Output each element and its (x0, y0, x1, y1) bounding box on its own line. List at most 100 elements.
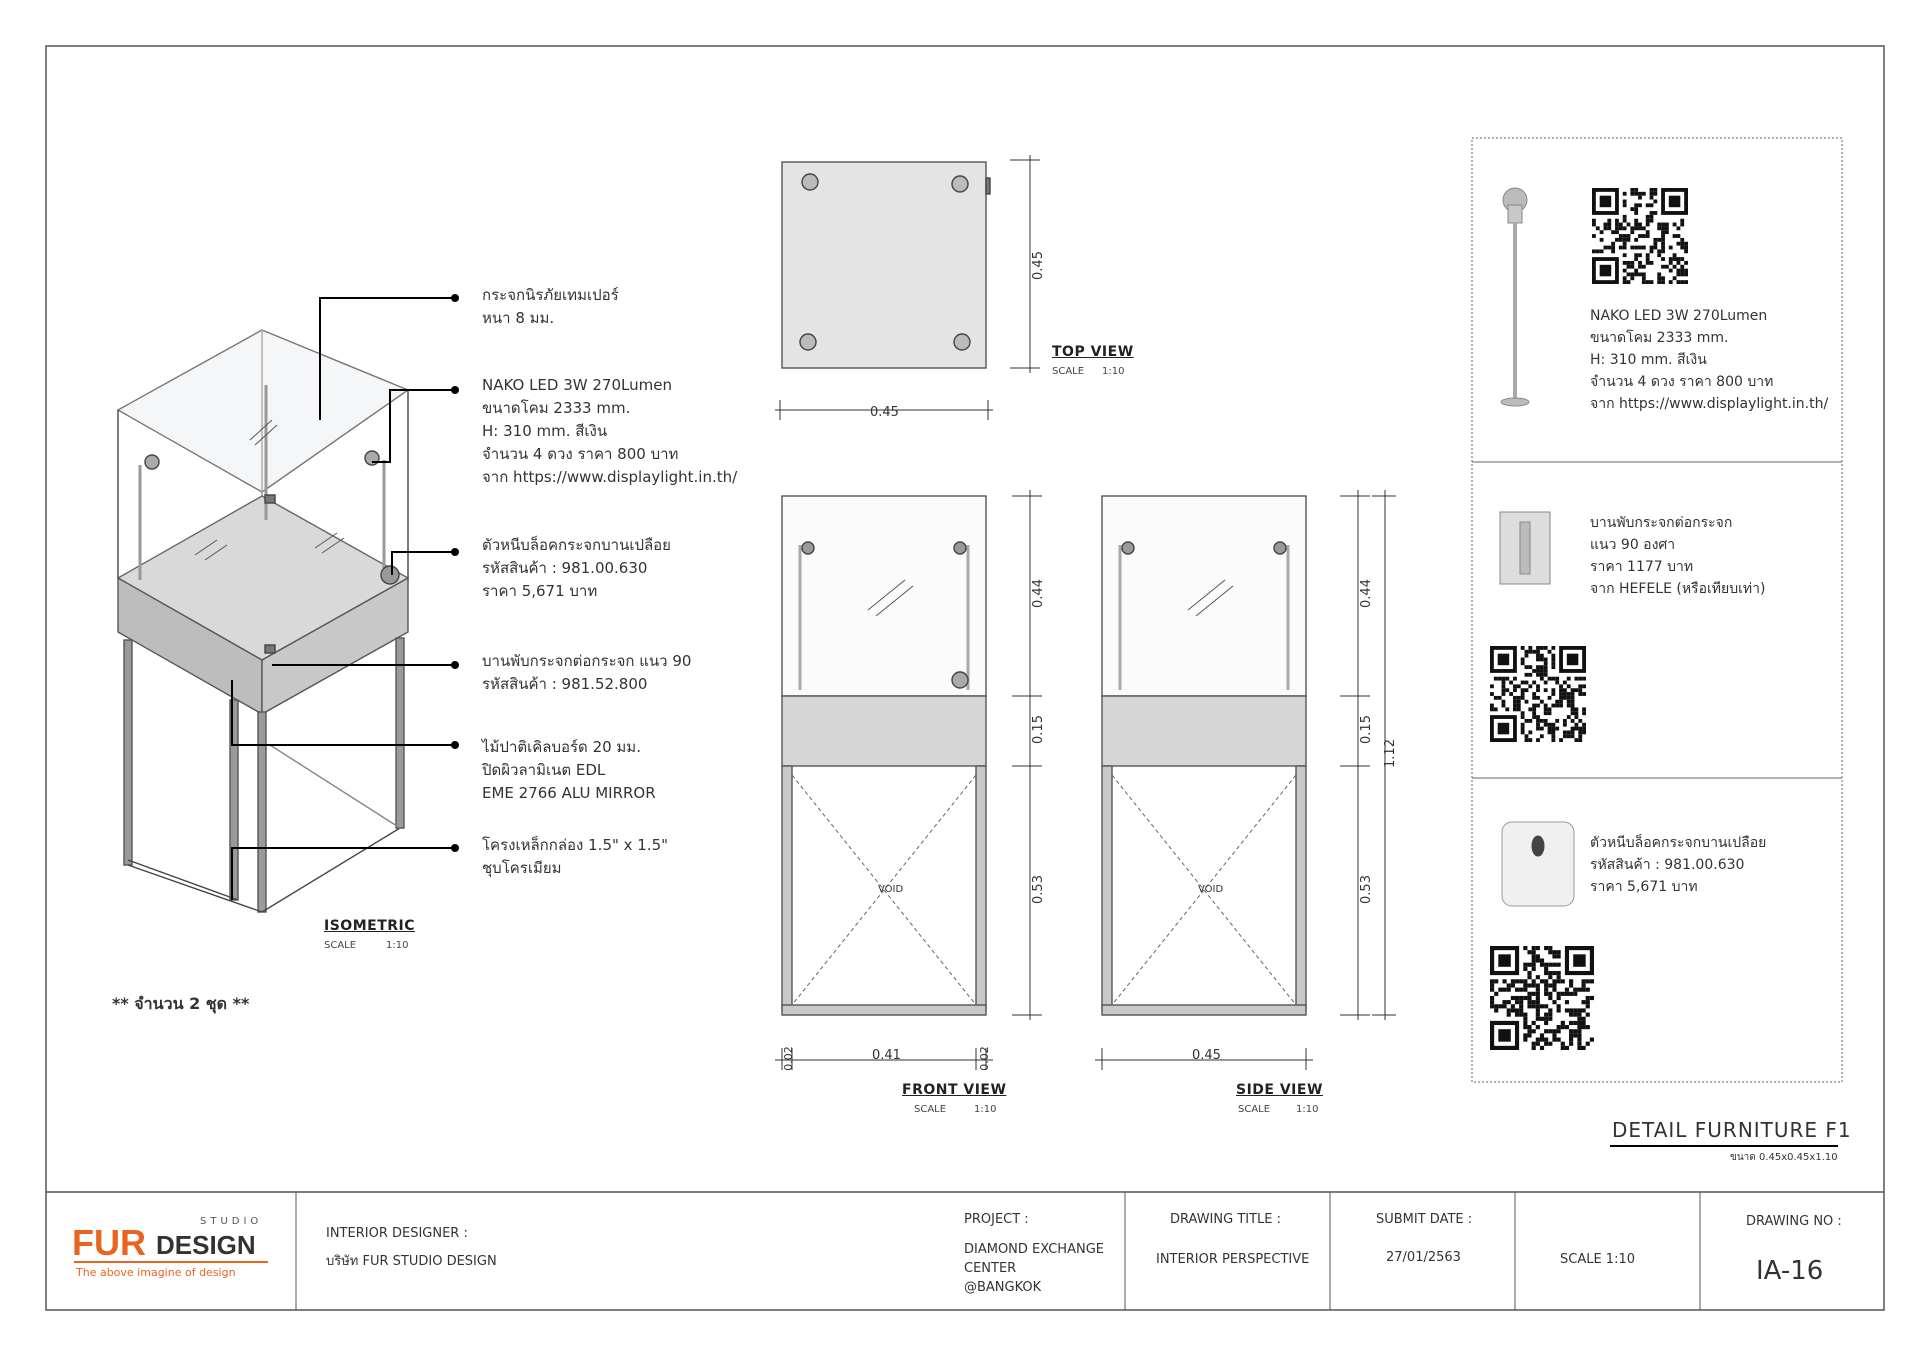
isometric-view (116, 329, 410, 913)
dim-side-glass: 0.44 (1358, 579, 1374, 608)
callout-glass-line: กระจกนิรภัยเทมเปอร์ (482, 286, 619, 304)
dim-front-side-right: 0.02 (977, 1046, 991, 1071)
qr-code-lock (1490, 946, 1594, 1050)
callout-glass-line: หนา 8 มม. (482, 309, 555, 327)
spec-lock-line: ราคา 5,671 บาท (1590, 879, 1698, 895)
callout-led-line: H: 310 mm. สีเงิน (482, 422, 608, 440)
dim-front-base: 0.15 (1030, 715, 1046, 744)
dim-top-depth: 0.45 (1030, 251, 1046, 280)
dim-front-leg: 0.53 (1030, 875, 1046, 904)
logo-design: DESIGN (156, 1230, 256, 1260)
top-view (775, 155, 1040, 420)
callout-board-line: ปิดผิวลามิเนต EDL (482, 761, 606, 779)
spec-led-line: NAKO LED 3W 270Lumen (1590, 308, 1768, 324)
dim-front-glass: 0.44 (1030, 579, 1046, 608)
callout-led-line: ขนาดโคม 2333 mm. (482, 399, 631, 417)
spec-lock: ตัวหนีบล็อคกระจกบานเปลือย รหัสสินค้า : 9… (1590, 832, 1766, 898)
submit-date-label: SUBMIT DATE : (1376, 1212, 1473, 1227)
isometric-scale: 1:10 (386, 940, 409, 951)
project-value: DIAMOND EXCHANGE CENTER @BANGKOK (964, 1240, 1104, 1297)
callout-led-line: NAKO LED 3W 270Lumen (482, 376, 672, 394)
qr-code-led (1592, 188, 1688, 284)
top-view-scale-label: SCALE (1052, 366, 1085, 377)
designer-label: INTERIOR DESIGNER : (326, 1226, 468, 1241)
callout-frame-line: โครงเหล็กกล่อง 1.5" x 1.5" (482, 836, 669, 854)
spec-led-line: จำนวน 4 ดวง ราคา 800 บาท (1590, 374, 1774, 390)
callout-hinge-line: รหัสสินค้า : 981.52.800 (482, 675, 648, 693)
project-label: PROJECT : (964, 1212, 1029, 1227)
callout-hinge-line: บานพับกระจกต่อกระจก แนว 90 (482, 652, 692, 670)
dim-side-total: 1.12 (1382, 739, 1398, 768)
callout-lock-line: ราคา 5,671 บาท (482, 582, 598, 600)
top-view-title: TOP VIEW (1052, 344, 1134, 360)
spec-led-line: H: 310 mm. สีเงิน (1590, 352, 1707, 368)
side-view-scale: 1:10 (1296, 1104, 1319, 1115)
logo-tagline: The above imagine of design (76, 1266, 236, 1279)
side-view-title: SIDE VIEW (1236, 1082, 1323, 1098)
qr-code-hinge (1490, 646, 1586, 742)
dim-side-leg: 0.53 (1358, 875, 1374, 904)
callout-led-line: จำนวน 4 ดวง ราคา 800 บาท (482, 445, 679, 463)
quantity-note: ** จำนวน 2 ชุด ** (112, 994, 250, 1013)
front-void-label: VOID (878, 884, 904, 895)
spec-hinge-line: ราคา 1177 บาท (1590, 559, 1694, 575)
callout-led-line: จาก https://www.displaylight.in.th/ (482, 468, 738, 486)
isometric-leaders (231, 294, 459, 900)
drawing-title-value: INTERIOR PERSPECTIVE (1156, 1252, 1310, 1267)
spec-lock-line: ตัวหนีบล็อคกระจกบานเปลือย (1590, 835, 1767, 851)
spec-lock-line: รหัสสินค้า : 981.00.630 (1590, 857, 1745, 873)
side-view-scale-label: SCALE (1238, 1104, 1271, 1115)
drawing-no-label: DRAWING NO : (1746, 1214, 1842, 1229)
project-value-line: CENTER (964, 1261, 1017, 1276)
callout-lock-line: ตัวหนีบล็อคกระจกบานเปลือย (482, 536, 671, 554)
callout-lock-line: รหัสสินค้า : 981.00.630 (482, 559, 648, 577)
callout-frame: โครงเหล็กกล่อง 1.5" x 1.5" ชุบโครเมียม (482, 834, 668, 880)
detail-size: ขนาด 0.45x0.45x1.10 (1730, 1152, 1838, 1163)
dim-front-width: 0.41 (872, 1048, 901, 1063)
dim-side-base: 0.15 (1358, 715, 1374, 744)
isometric-scale-label: SCALE (324, 940, 357, 951)
detail-title: DETAIL FURNITURE F1 (1612, 1118, 1852, 1142)
spec-led: NAKO LED 3W 270Lumen ขนาดโคม 2333 mm. H:… (1590, 305, 1828, 415)
spec-led-line: ขนาดโคม 2333 mm. (1590, 330, 1729, 346)
callout-board-line: EME 2766 ALU MIRROR (482, 784, 656, 802)
project-value-line: DIAMOND EXCHANGE (964, 1242, 1104, 1257)
front-view-scale-label: SCALE (914, 1104, 947, 1115)
sheet-border (45, 45, 1885, 1311)
company-logo: STUDIO FUR DESIGN The above imagine of d… (70, 1216, 280, 1286)
callout-frame-line: ชุบโครเมียม (482, 859, 562, 877)
submit-date-value: 27/01/2563 (1386, 1250, 1461, 1265)
drawing-no-value: IA-16 (1756, 1256, 1824, 1286)
callout-glass: กระจกนิรภัยเทมเปอร์ หนา 8 มม. (482, 284, 619, 330)
logo-studio: STUDIO (200, 1216, 263, 1227)
dim-top-width: 0.45 (870, 405, 899, 420)
qr-codes (1490, 188, 1688, 1050)
top-view-scale: 1:10 (1102, 366, 1125, 377)
designer-value: บริษัท FUR STUDIO DESIGN (326, 1254, 497, 1269)
callout-hinge: บานพับกระจกต่อกระจก แนว 90 รหัสสินค้า : … (482, 650, 691, 696)
spec-led-line: จาก https://www.displaylight.in.th/ (1590, 396, 1829, 412)
spec-hinge-line: จาก HEFELE (หรือเทียบเท่า) (1590, 581, 1766, 597)
dim-front-side-left: 0.02 (781, 1046, 795, 1071)
logo-fur: FUR (72, 1222, 146, 1263)
callout-board: ไม้ปาติเคิลบอร์ด 20 มม. ปิดผิวลามิเนต ED… (482, 736, 656, 805)
callout-board-line: ไม้ปาติเคิลบอร์ด 20 มม. (482, 738, 641, 756)
spec-hinge-line: แนว 90 องศา (1590, 537, 1676, 553)
scale-value: SCALE 1:10 (1560, 1252, 1636, 1267)
front-view-title: FRONT VIEW (902, 1082, 1007, 1098)
isometric-title: ISOMETRIC (324, 918, 416, 934)
front-view (775, 490, 1042, 1070)
spec-hinge: บานพับกระจกต่อกระจก แนว 90 องศา ราคา 117… (1590, 512, 1765, 600)
side-void-label: VOID (1198, 884, 1224, 895)
drawing-title-label: DRAWING TITLE : (1170, 1212, 1282, 1227)
spec-hinge-line: บานพับกระจกต่อกระจก (1590, 515, 1733, 531)
spec-panel (1471, 137, 1843, 1147)
callout-led: NAKO LED 3W 270Lumen ขนาดโคม 2333 mm. H:… (482, 374, 737, 489)
project-value-line: @BANGKOK (964, 1280, 1042, 1295)
dim-side-width: 0.45 (1192, 1048, 1221, 1063)
front-view-scale: 1:10 (974, 1104, 997, 1115)
callout-lock: ตัวหนีบล็อคกระจกบานเปลือย รหัสสินค้า : 9… (482, 534, 671, 603)
side-view (1095, 490, 1396, 1070)
